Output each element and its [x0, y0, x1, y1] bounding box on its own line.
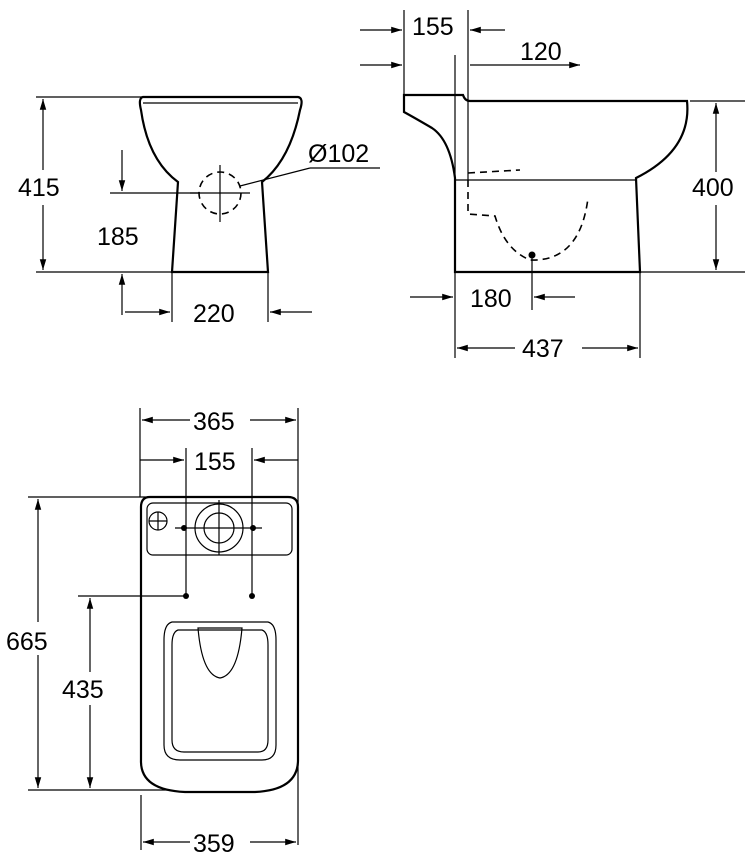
front-bowl-outline — [138, 95, 303, 274]
depth-label: 437 — [522, 335, 564, 363]
outlet-diameter-label: Ø102 — [308, 140, 369, 168]
side-height-label: 400 — [692, 174, 734, 202]
fixing-distance-label: 435 — [62, 676, 104, 704]
length-label: 665 — [6, 628, 48, 656]
base-width-label: 220 — [193, 300, 235, 328]
top-outline — [139, 495, 300, 794]
fixing-spacing-label: 155 — [194, 448, 236, 476]
front-height-label: 415 — [18, 174, 60, 202]
tank-width-label: 365 — [193, 408, 235, 436]
top-view: 365 155 665 435 359 — [6, 408, 300, 858]
top-offset-label: 155 — [412, 13, 454, 41]
front-view: 415 185 Ø102 220 — [18, 95, 380, 328]
side-bowl-outline — [402, 93, 689, 274]
rear-offset-label: 120 — [520, 38, 562, 66]
side-view: 155 120 400 180 437 — [360, 10, 745, 363]
outlet-height-label: 185 — [97, 223, 139, 251]
bowl-width-label: 359 — [193, 830, 235, 858]
outlet-distance-label: 180 — [470, 285, 512, 313]
